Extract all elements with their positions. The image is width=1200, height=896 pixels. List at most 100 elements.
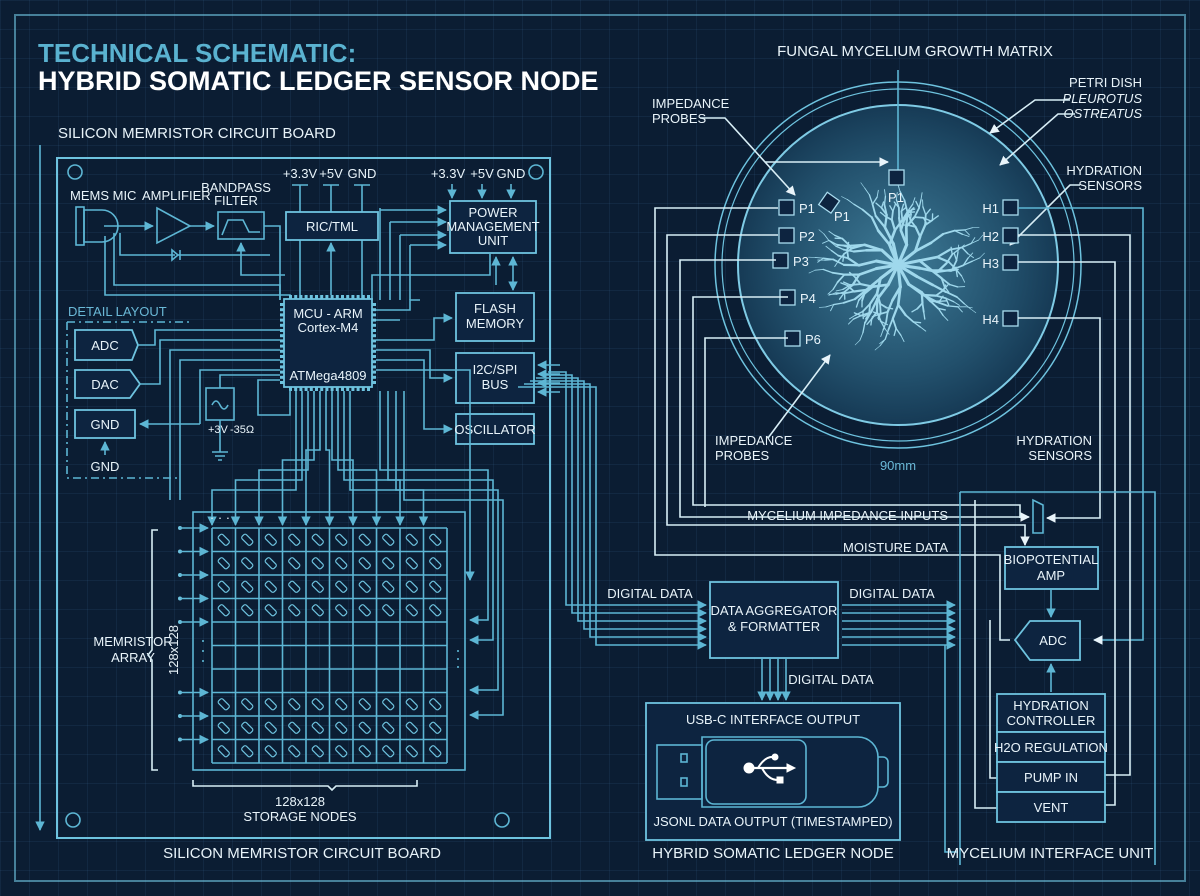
memristor-icon [311,745,324,758]
power-management-unit [449,200,537,254]
hypha [880,206,888,216]
bus-trace [395,391,499,695]
digital-in-line [518,386,707,650]
hypha [963,303,971,310]
array-frame [192,511,466,771]
hypha [855,299,860,308]
hypha [914,225,922,238]
memristor-icon [429,533,442,546]
hypha [885,310,889,323]
hypha [852,314,862,320]
hypha [903,199,909,213]
memristor-icon [335,721,348,734]
hypha [825,304,835,308]
hypha [954,229,966,232]
impedance-probe: P6 [784,330,821,347]
memristor-icon [264,604,277,617]
hypha [920,192,923,201]
flash-label-1: FLASH [474,301,516,316]
memristor-icon [382,580,395,593]
pump-in-label: PUMP IN [1024,770,1078,785]
sensor-pad [1002,199,1019,216]
memristor-icon [241,557,254,570]
hydration-controller-stack [996,693,1106,823]
hypha [874,214,887,229]
memristor-icon [335,533,348,546]
hypha [875,292,882,305]
mount-hole-icon [494,812,510,828]
hypha [889,205,894,212]
storage-brace [192,780,418,792]
dac-box [74,369,142,399]
memristor-icon [335,604,348,617]
bus-trace [207,391,297,526]
storage-label: STORAGE NODES [243,809,357,824]
hypha [857,259,878,267]
hypha [918,198,922,209]
memristor-icon [358,604,371,617]
hypha [885,307,894,310]
biopotential-label-2: AMP [1037,568,1065,583]
petri-dish [714,81,1082,449]
hypha [846,199,855,205]
impedance-inputs-label: MYCELIUM IMPEDANCE INPUTS [747,508,948,523]
board-top-label: SILICON MEMRISTOR CIRCUIT BOARD [58,125,336,142]
signal-source-icon [205,374,280,461]
usb-drive-icon [656,736,889,808]
memristor-icon [429,698,442,711]
hypha [890,210,894,221]
memristor-icon [405,580,418,593]
hypha [970,237,976,244]
biopotential-amp [1004,546,1099,590]
hydration-sensor: H1 [982,199,1019,216]
hypha [949,246,963,251]
probe-pad [817,191,841,215]
hypha [937,307,944,317]
h2o-regulation-label: H2O REGULATION [994,740,1108,755]
hypha [870,318,873,326]
hypha [900,206,907,212]
memristor-icon [382,721,395,734]
hypha [853,288,868,301]
hypha [957,306,963,313]
hypha [920,291,932,303]
array-side-dimension: 128x128 [166,625,181,675]
hypha [878,263,900,280]
memristor-icon [288,745,301,758]
hypha [843,284,854,293]
memristor-icon [405,721,418,734]
hypha [879,211,886,217]
hypha [880,201,885,209]
hypha [860,182,866,189]
hypha [900,334,905,343]
hypha [912,321,921,328]
mcu-part-number: ATMega4809 [289,368,366,383]
hypha [970,239,979,244]
hypha [911,308,918,313]
hypha [884,189,886,197]
hypha [934,289,944,297]
bus-trace [277,391,315,526]
hydration-label-bottom-1: HYDRATION [1016,433,1092,448]
title-line2: HYBRID SOMATIC LEDGER SENSOR NODE [38,66,599,96]
hypha [954,229,964,235]
impedance-probe: P1 [817,191,850,224]
bus-trace [337,391,382,526]
bandpass-label-1: BANDPASS [201,180,271,195]
flash-label-2: MEMORY [466,316,525,331]
oscillator-label: OSCILLATOR [454,422,535,437]
pmu-label-1: POWER [468,205,517,220]
amplifier-label: AMPLIFIER [142,188,211,203]
hypha [880,320,886,330]
probe-label: P6 [805,332,821,347]
array-col-ellipsis: · · · [210,510,230,525]
hypha [971,257,981,262]
hypha [925,208,932,216]
hypha [951,259,958,271]
probe-label: P3 [793,254,809,269]
bus-trace [343,391,405,526]
hypha [825,245,832,251]
hypha [852,249,868,253]
bus-trace [301,391,321,526]
memristor-icon [382,604,395,617]
